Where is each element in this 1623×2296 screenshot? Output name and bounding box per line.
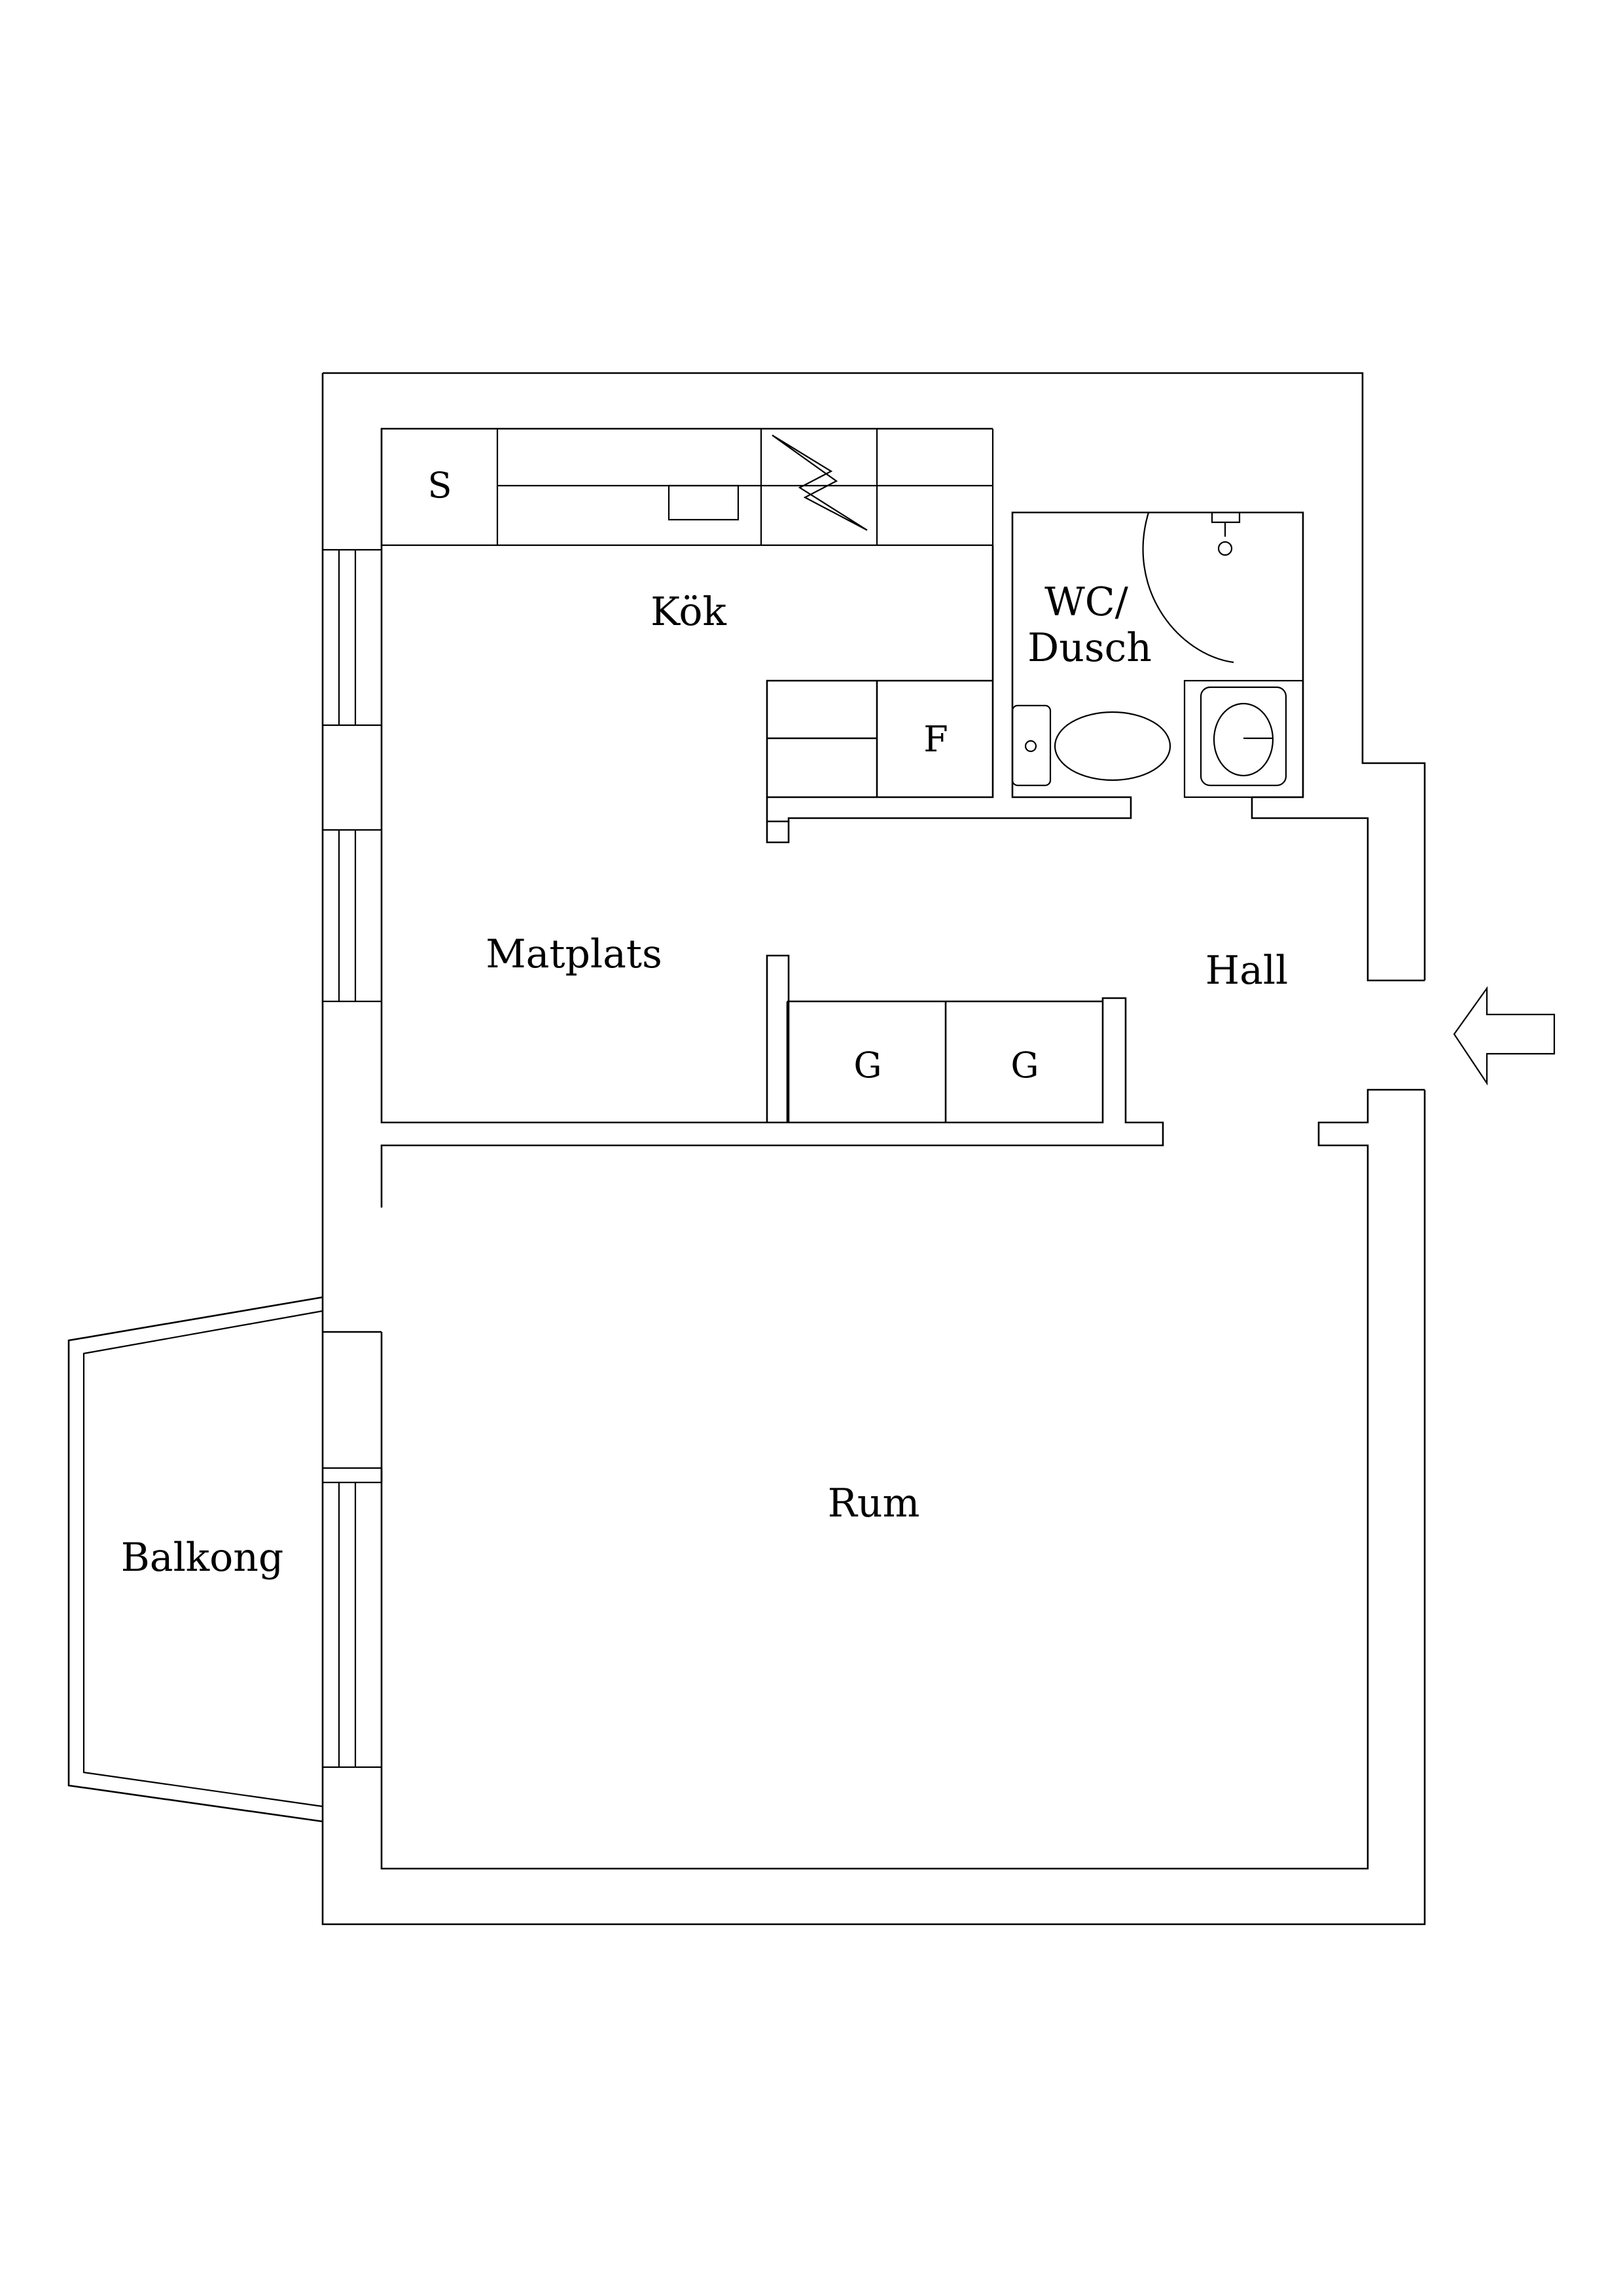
kitchen-counter xyxy=(380,429,994,547)
window-kitchen-2 xyxy=(323,829,382,1003)
fixture-label-fridge: F xyxy=(923,719,948,760)
sink-basin xyxy=(668,484,740,521)
toilet-icon xyxy=(1011,704,1171,787)
bath-partition xyxy=(766,821,790,844)
fixture-label-wardrobe-1: G xyxy=(853,1045,882,1086)
kitchen-wall-stub xyxy=(766,511,1304,823)
fixture-label-wardrobe-2: G xyxy=(1010,1045,1039,1086)
wardrobes xyxy=(766,954,1103,1122)
outer-wall xyxy=(321,372,1426,1926)
room-label-rum: Rum xyxy=(828,1480,920,1526)
shower-icon xyxy=(1142,512,1241,664)
entrance-jamb xyxy=(380,797,1425,1870)
room-label-wc-line2: Dusch xyxy=(1027,625,1152,671)
washbasin-icon xyxy=(1183,679,1304,798)
inner-wall-top xyxy=(380,427,1164,1208)
room-label-kok: Kök xyxy=(651,589,726,635)
room-label-wc-line1: WC/ xyxy=(1044,579,1129,625)
balcony-outline xyxy=(67,1296,323,1823)
fridge-block xyxy=(766,545,994,798)
shower-head xyxy=(1217,541,1233,556)
room-label-matplats: Matplats xyxy=(486,931,662,977)
arrow-left-icon xyxy=(1453,986,1556,1086)
window-room xyxy=(323,1467,382,1768)
room-label-hall: Hall xyxy=(1205,948,1288,994)
room-label-balkong: Balkong xyxy=(121,1535,284,1581)
balcony-inner xyxy=(82,1310,323,1808)
lightning-icon xyxy=(772,435,868,531)
fixture-label-sink-cabinet: S xyxy=(428,465,452,506)
balcony-door-jamb xyxy=(323,1331,383,1482)
window-kitchen-1 xyxy=(323,548,382,726)
